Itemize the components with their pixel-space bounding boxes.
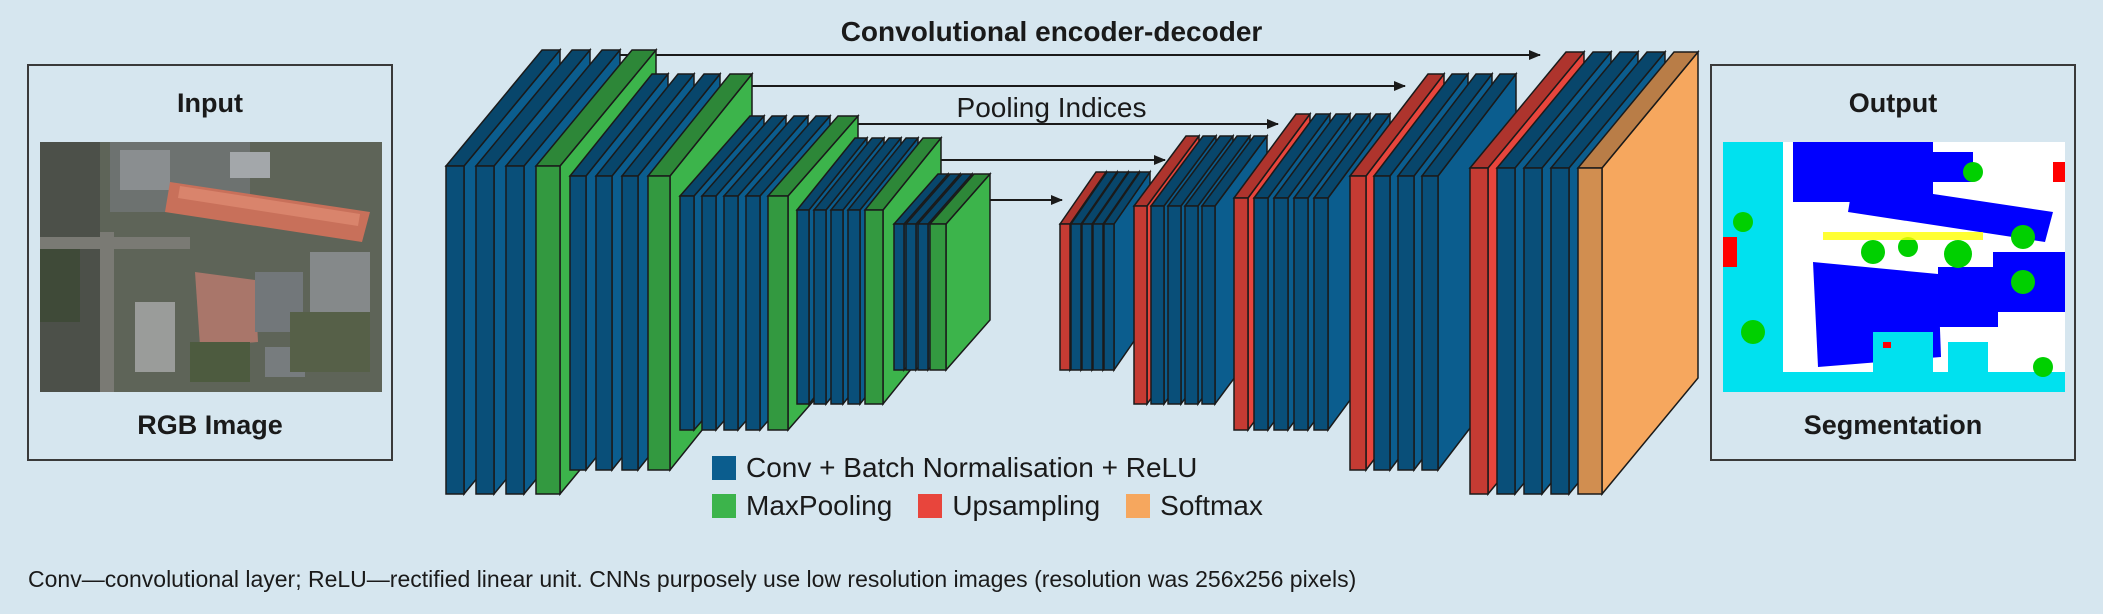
legend-pool: MaxPooling [712,490,892,522]
layer-softmax-b9-4 [1576,49,1700,497]
legend-softmax: Softmax [1126,490,1263,522]
legend-upsample: Upsampling [918,490,1100,522]
diagram-title: Convolutional encoder-decoder [840,16,1263,47]
legend-upsample-label: Upsampling [952,490,1101,521]
pooling-indices-label: Pooling Indices [956,92,1147,123]
output-title: Output [1848,88,1938,118]
softmax-swatch [1126,494,1151,518]
segmentation-image [1723,142,2065,392]
layer-pool-b4-3 [928,172,992,372]
legend-conv: Conv + Batch Normalisation + ReLU [712,452,1197,484]
rgb-aerial-image [40,142,382,392]
upsample-swatch [918,494,943,518]
output-box: Output Segmentation [1710,64,2076,461]
input-caption: RGB Image [137,410,283,440]
conv-swatch [712,456,736,480]
legend-pool-label: MaxPooling [746,490,893,521]
output-caption: Segmentation [1803,410,1983,440]
legend-conv-label: Conv + Batch Normalisation + ReLU [746,452,1198,483]
input-box: Input RGB Image [27,64,393,461]
pool-swatch [712,494,736,518]
legend-softmax-label: Softmax [1160,490,1263,521]
input-title: Input [177,88,243,118]
legend-row-2: MaxPooling Upsampling Softmax [712,490,1289,522]
legend-row-1: Conv + Batch Normalisation + ReLU [712,452,1223,484]
footnote: Conv—convolutional layer; ReLU—rectified… [28,566,1357,592]
